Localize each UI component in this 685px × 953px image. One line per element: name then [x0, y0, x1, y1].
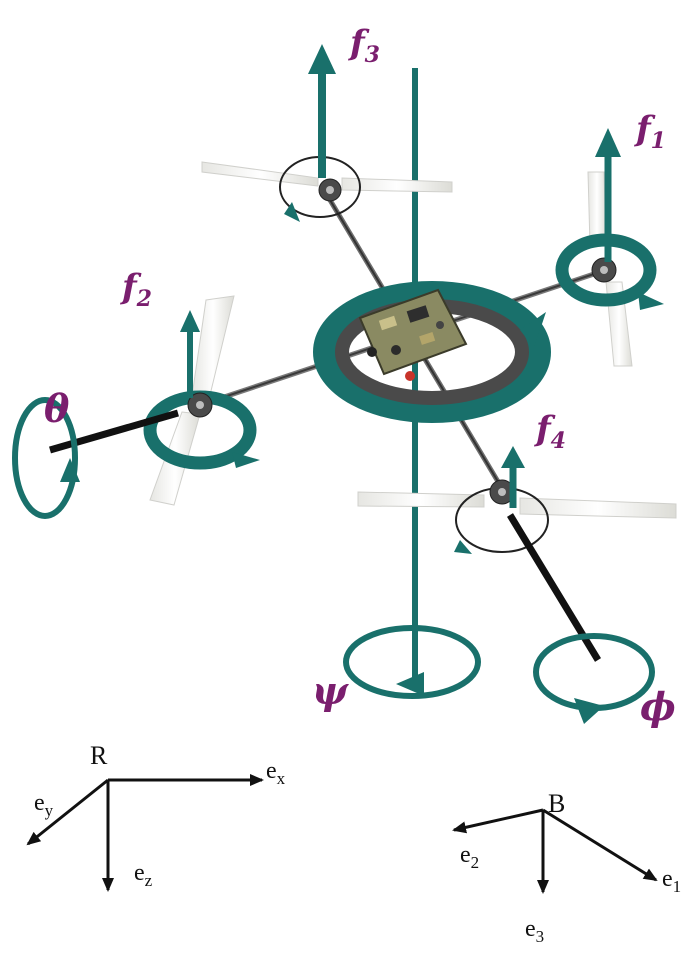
- label-f1: f1: [634, 109, 666, 154]
- label-phi: ϕ: [640, 684, 676, 729]
- frame-label-B: B: [548, 789, 565, 818]
- thrust-arrow-f4: [501, 446, 525, 508]
- pitch-axis-theta: [12, 397, 179, 519]
- thrust-arrow-f3: [308, 44, 336, 178]
- rotor-2: [143, 295, 260, 506]
- rotor-4: [357, 479, 677, 554]
- axis-label-e2: e2: [460, 842, 479, 872]
- axis-label-e1: e1: [662, 866, 681, 896]
- frame-label-R: R: [90, 741, 108, 770]
- rotor-1: [555, 171, 664, 367]
- flight-controller-board: [358, 288, 468, 381]
- label-psi: ψ: [312, 668, 349, 713]
- inertial-frame: R ex ey ez: [26, 741, 286, 892]
- label-f4: f4: [534, 409, 566, 454]
- thrust-arrow-f1: [595, 128, 621, 262]
- label-f3: f3: [348, 23, 380, 68]
- axis-label-ez: ez: [134, 860, 153, 890]
- thrust-arrow-f2: [180, 310, 200, 398]
- label-f2: f2: [120, 267, 152, 312]
- axis-label-e3: e3: [525, 916, 544, 946]
- roll-axis-phi: [507, 513, 655, 724]
- body-frame: B e2 e3 e1: [452, 789, 681, 946]
- axis-label-ey: ey: [34, 790, 54, 820]
- rotor-3: [201, 156, 453, 222]
- axis-label-ex: ex: [266, 758, 286, 788]
- label-theta: θ: [44, 386, 70, 431]
- yaw-rotation-psi: [343, 625, 481, 699]
